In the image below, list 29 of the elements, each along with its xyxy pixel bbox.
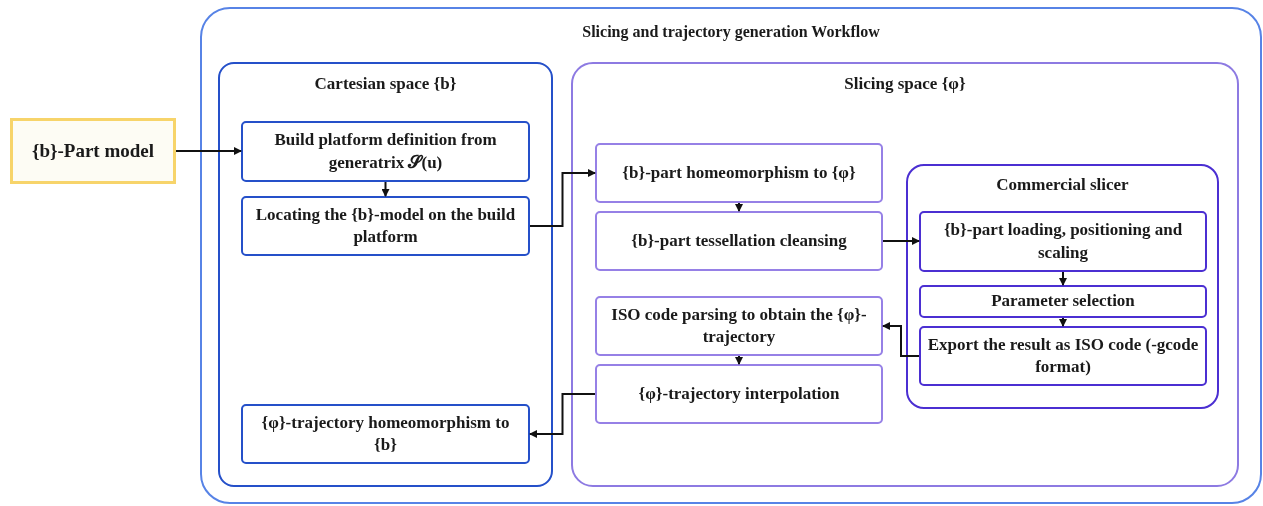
process-box: Locating the {b}-model on the build platform: [241, 196, 530, 256]
group-panel: [218, 62, 553, 487]
panel-heading: Cartesian space {b}: [314, 74, 457, 94]
process-box: {φ}-trajectory homeomorphism to {b}: [241, 404, 530, 464]
arrow: [529, 169, 596, 227]
arrow: [882, 322, 920, 357]
panel-heading: Slicing and trajectory generation Workflow: [582, 23, 880, 41]
process-box: Export the result as ISO code (-gcode format): [919, 326, 1207, 386]
arrow: [1059, 271, 1067, 286]
arrow: [1059, 317, 1067, 327]
arrow: [175, 147, 242, 155]
process-box: Build platform definition from generatrix 𝓢(u): [241, 121, 530, 182]
process-box: {b}-part tessellation cleansing: [595, 211, 883, 271]
process-box: {b}-part homeomorphism to {φ}: [595, 143, 883, 203]
process-box: {b}-part loading, positioning and scaling: [919, 211, 1207, 272]
arrow: [735, 355, 743, 365]
arrow: [529, 393, 596, 438]
process-box: ISO code parsing to obtain the {φ}-trajectory: [595, 296, 883, 356]
process-box: Parameter selection: [919, 285, 1207, 318]
arrow: [735, 202, 743, 212]
arrow: [381, 181, 390, 197]
process-box: {φ}-trajectory interpolation: [595, 364, 883, 424]
group-panel: [571, 62, 1239, 487]
group-panel: [200, 7, 1262, 504]
group-panel: [906, 164, 1219, 409]
panel-heading: Slicing space {φ}: [844, 74, 966, 94]
panel-heading: Commercial slicer: [996, 175, 1129, 195]
input-box: {b}-Part model: [10, 118, 176, 184]
arrow: [882, 237, 920, 245]
